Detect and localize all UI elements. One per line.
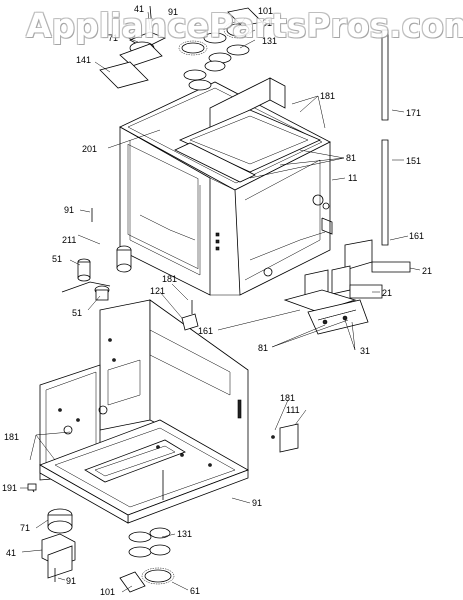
callout-11: 11: [348, 173, 357, 183]
callout-91-bot: 91: [252, 498, 262, 508]
callout-61-top: 61: [262, 18, 272, 28]
callout-81-a: 81: [346, 153, 356, 163]
callout-91-top: 91: [168, 7, 178, 17]
callout-101-bot: 101: [100, 587, 115, 597]
callout-201: 201: [82, 144, 97, 154]
callout-181-b: 181: [162, 274, 177, 284]
callout-161-b: 161: [198, 326, 213, 336]
callout-21-a: 21: [422, 266, 432, 276]
callout-181-a: 181: [320, 91, 335, 101]
callout-31: 31: [360, 346, 370, 356]
callout-91-bot2: 91: [66, 576, 76, 586]
callout-71-top: 71: [108, 33, 118, 43]
callout-141: 141: [76, 55, 91, 65]
callout-131-bot: 131: [177, 529, 192, 539]
callout-41-bot: 41: [6, 548, 16, 558]
callout-181-d: 181: [4, 432, 19, 442]
callout-101-top: 101: [258, 6, 273, 16]
callout-labels: 41 91 71 101 61 131 141 181 171 201 81 1…: [2, 4, 432, 597]
callout-41-top: 41: [134, 4, 144, 14]
callout-161-a: 161: [409, 231, 424, 241]
left-parts: [61, 208, 132, 301]
callout-111: 111: [286, 405, 300, 415]
right-brackets: [283, 239, 411, 335]
lower-cabinet: [39, 299, 249, 524]
top-gear-assembly: [99, 5, 263, 91]
callout-91-mid: 91: [64, 205, 74, 215]
bottom-gear-assembly: [27, 470, 175, 593]
upper-cabinet-frame: [119, 77, 333, 296]
callout-151: 151: [406, 156, 421, 166]
part-111: [271, 423, 299, 453]
callout-21-b: 21: [382, 288, 392, 298]
callout-121: 121: [150, 286, 165, 296]
callout-181-c: 181: [280, 393, 295, 403]
callout-191: 191: [2, 483, 17, 493]
callout-51-b: 51: [72, 308, 82, 318]
right-rods: [381, 29, 389, 246]
leader-lines: [20, 11, 421, 593]
callout-71-bot: 71: [20, 523, 30, 533]
callout-131-top: 131: [262, 36, 277, 46]
callout-61-bot: 61: [190, 586, 200, 596]
callout-51-a: 51: [52, 254, 62, 264]
callout-211: 211: [62, 235, 76, 245]
callout-81-b: 81: [258, 343, 268, 353]
watermark: AppliancePartsPros.com: [26, 6, 463, 45]
callout-171: 171: [406, 108, 421, 118]
